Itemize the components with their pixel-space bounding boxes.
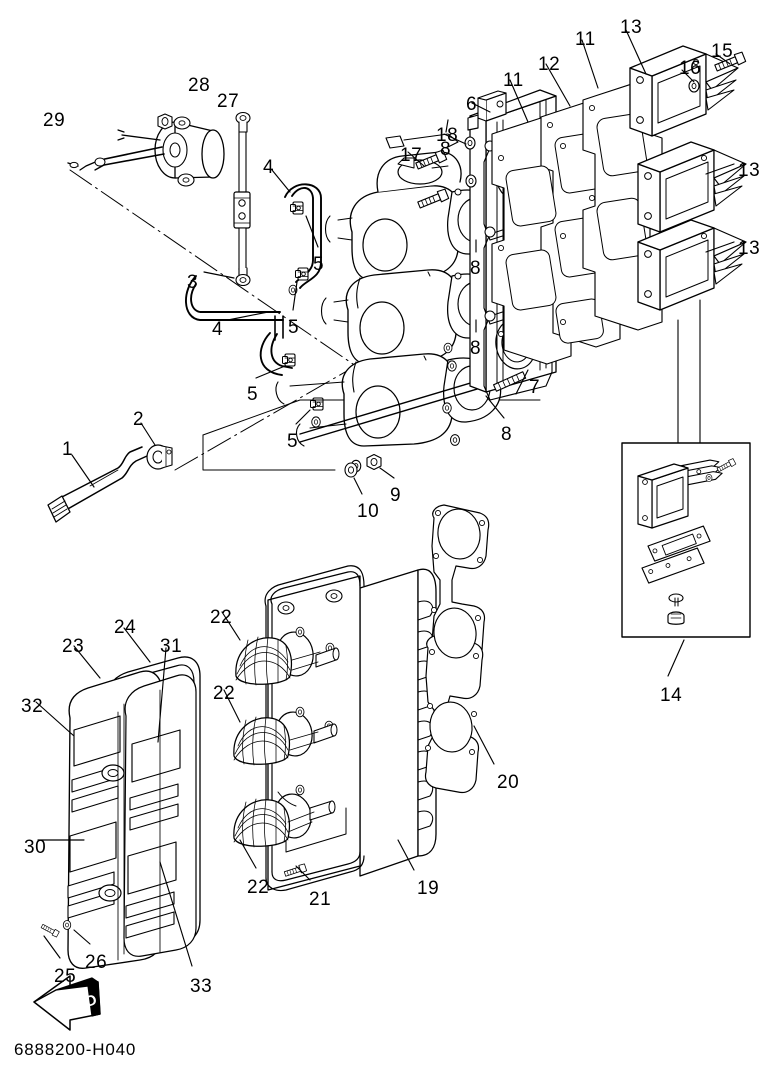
callout-23: 23 [62,636,85,657]
reed-valve-repair-kit-inset [621,299,751,638]
callout-2: 2 [133,409,145,430]
callout-29: 29 [43,110,66,131]
callout-1: 1 [62,439,74,460]
filter-elements [233,636,321,848]
fasteners [344,51,747,478]
callout-30: 30 [24,837,47,858]
callout-4-upper: 4 [263,157,275,178]
callout-21: 21 [309,889,332,910]
callout-8-d: 8 [501,424,513,445]
leader-lines [35,29,735,967]
callout-6: 6 [466,94,478,115]
callout-8-a: 8 [440,139,452,160]
throttle-link-rod [233,111,251,287]
callout-13-c: 13 [738,238,761,259]
callout-31: 31 [160,636,183,657]
callout-27: 27 [217,91,240,112]
callout-3: 3 [187,272,199,293]
callout-17: 17 [400,145,423,166]
reed-valve-blocks [629,45,747,311]
callout-24: 24 [114,617,137,638]
callout-15: 15 [711,41,734,62]
callout-22-a: 22 [210,607,233,628]
callout-8-c: 8 [470,338,482,359]
callout-22-c: 22 [247,877,270,898]
callout-20: 20 [497,772,520,793]
callout-25: 25 [54,966,77,987]
callout-19: 19 [417,878,440,899]
callout-5-d: 5 [287,431,299,452]
callout-33: 33 [190,976,213,997]
callout-5-a: 5 [313,254,325,275]
callout-22-b: 22 [213,683,236,704]
grommet-bushing [146,444,173,470]
callout-16: 16 [679,58,702,79]
callout-28: 28 [188,75,211,96]
drawing-part-number: 6888200-H040 [14,1040,137,1059]
callout-13-b: 13 [738,160,761,181]
callout-13-a: 13 [620,17,643,38]
callout-14: 14 [660,685,683,706]
callout-7: 7 [529,377,541,398]
callout-10: 10 [357,501,380,522]
callout-12: 12 [538,54,561,75]
callout-11-a: 11 [503,70,524,91]
callout-5-b: 5 [288,317,300,338]
callout-5-c: 5 [247,384,259,405]
callout-18: 18 [436,125,459,146]
fwd-arrow [33,975,101,1031]
callout-32: 32 [21,696,44,717]
callout-26: 26 [85,952,108,973]
callout-9: 9 [390,485,402,506]
intake-silencer-body [264,565,437,892]
silencer-gasket [424,504,490,794]
callout-8-b: 8 [470,258,482,279]
fuel-pump-assembly [67,113,225,187]
callout-4-lower: 4 [212,319,224,340]
callout-11-b: 11 [575,29,596,50]
silencer-cover [40,656,201,969]
choke-knob-rod [47,446,148,523]
fuel-hoses-and-clamps [185,183,324,428]
